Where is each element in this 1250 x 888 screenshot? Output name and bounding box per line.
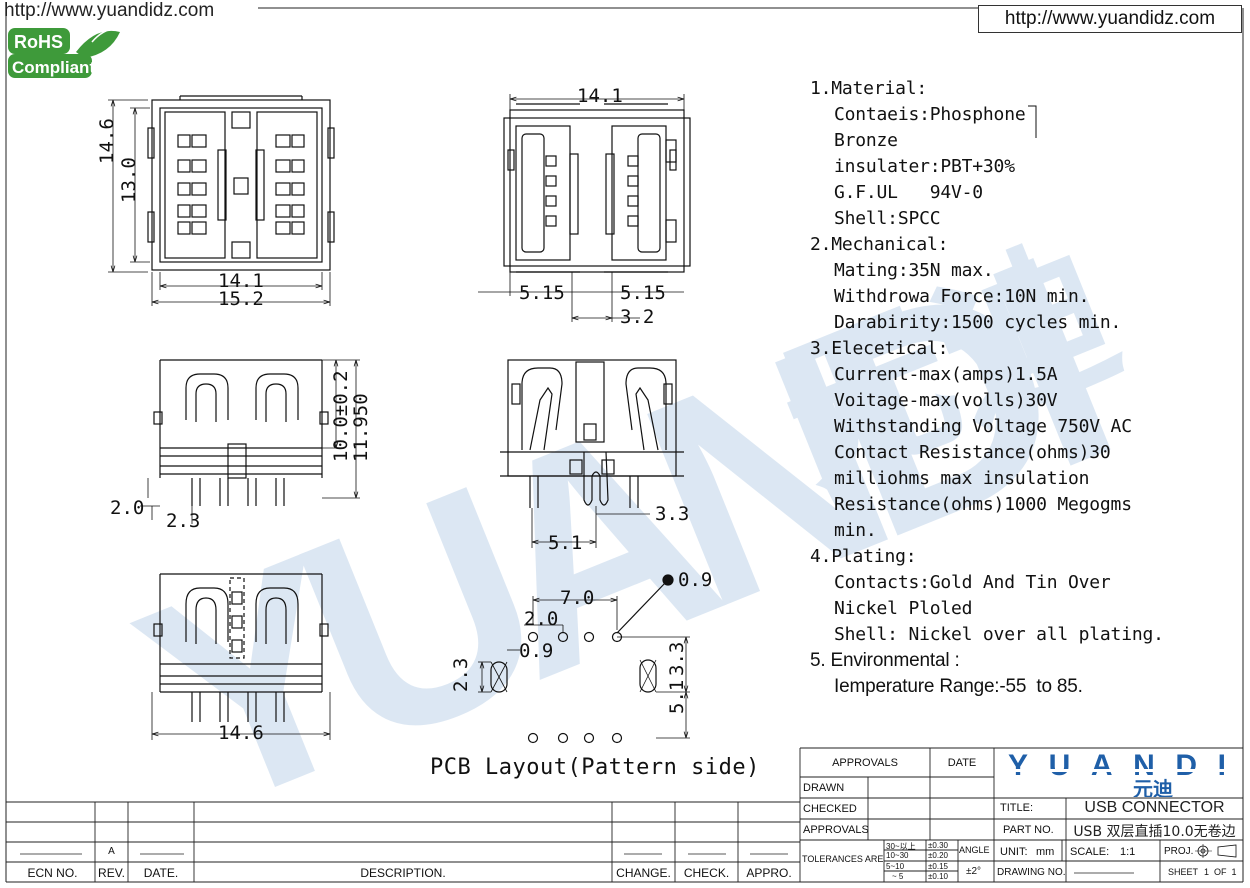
website-url-right[interactable]: http://www.yuandidz.com (978, 5, 1242, 33)
spec-line: insulater:PBT+30% (834, 156, 1015, 177)
rev-header-ecn: ECN NO. (27, 866, 78, 880)
spec-line: Resistance(ohms)1000 Megogms (834, 494, 1132, 515)
spec-line: Shell:SPCC (834, 208, 941, 229)
proj-label: PROJ. (1164, 846, 1194, 857)
title-value: USB CONNECTOR (1084, 799, 1225, 816)
spec-line: Bronze (834, 130, 898, 151)
rohs-text: RoHS (14, 32, 63, 52)
dim-side-pin: 2.0 (110, 497, 145, 519)
logo-latin: YUANDI (1008, 749, 1226, 782)
projection-symbol-icon (1195, 844, 1237, 858)
pcb-layout-caption: PCB Layout(Pattern side) (430, 755, 760, 780)
spec-plating-title: 4.Plating: (810, 546, 917, 567)
spec-line: milliohms max insulation (834, 468, 1090, 489)
spec-material-title: 1.Material: (810, 78, 928, 99)
rev-value: A (108, 846, 115, 857)
spec-line: Iemperature Range:-55 to 85. (834, 676, 1083, 697)
tolerance-value: ±0.20 (928, 851, 948, 860)
approvals-label: APPROVALS (803, 824, 869, 836)
tolerance-value: ±0.30 (928, 841, 948, 850)
date-header: DATE (947, 757, 977, 769)
tolerance-range: 5~10 (886, 862, 905, 871)
scale-value: 1:1 (1120, 846, 1136, 858)
dim-top-right-left: 5.15 (519, 282, 565, 304)
logo-chinese: 元迪 (1133, 777, 1173, 797)
angle-label: ANGLE (959, 845, 990, 855)
spec-line: Current-max(amps)1.5A (834, 364, 1058, 385)
top-view-left (108, 95, 335, 306)
top-view-right (478, 94, 691, 322)
angle-value: ±2° (966, 866, 982, 877)
yuandi-logo: YUANDI 元迪 (1008, 749, 1228, 797)
dim-pcb-d2: 2.0 (524, 608, 559, 630)
rev-header-appro: APPRO. (746, 866, 792, 880)
scale-label: SCALE: (1070, 846, 1110, 858)
specifications: 1.Material: Contaeis:Phosphone Bronze in… (810, 76, 1230, 700)
sheet-label: SHEET (1168, 867, 1199, 877)
spec-line: Contact Resistance(ohms)30 (834, 442, 1111, 463)
part-no-value: USB 双层直插10.0无卷边 (1073, 824, 1236, 840)
tolerance-range: ~ 5 (892, 872, 904, 881)
spec-line: Darabirity:1500 cycles min. (834, 312, 1122, 333)
tolerances-label-text: TOLERANCES ARE (802, 854, 884, 864)
dim-pcb-d3: 0.9 (519, 640, 554, 662)
website-url-left[interactable]: http://www.yuandidz.com (4, 0, 215, 21)
rev-header-date: DATE. (143, 866, 179, 880)
drawn-label: DRAWN (803, 782, 845, 794)
spec-mechanical-title: 2.Mechanical: (810, 234, 949, 255)
dim-top-w-outer: 15.2 (218, 288, 264, 310)
dim-top-right-w: 14.1 (577, 85, 623, 107)
spec-line: Contacts:Gold And Tin Over (834, 572, 1111, 593)
dim-side-right-w: 5.1 (548, 532, 583, 554)
sheet-value: 1 OF 1 (1204, 867, 1237, 877)
dim-pcb-d1: 7.0 (560, 587, 595, 609)
spec-electrical-title: 3.Elecetical: (810, 338, 949, 359)
dim-top-right-pitch: 3.2 (620, 306, 655, 328)
dim-side-pin-width: 2.3 (166, 510, 201, 532)
spec-bracket (1028, 105, 1037, 138)
title-label: TITLE: (1000, 802, 1034, 814)
spec-line: Mating:35N max. (834, 260, 994, 281)
spec-line: Nickel Ploled (834, 598, 973, 619)
approvals-header: APPROVALS (832, 757, 898, 769)
spec-line: Contaeis:Phosphone (834, 104, 1026, 125)
spec-line: Voitage-max(volls)30V (834, 390, 1058, 411)
checked-label: CHECKED (803, 803, 857, 815)
spec-line: Shell: Nickel over all plating. (834, 624, 1164, 645)
tolerance-value: ±0.10 (928, 872, 948, 881)
spec-line: Withdrowa Force:10N min. (834, 286, 1090, 307)
side-view-bottom-left (151, 573, 331, 740)
tolerance-value: ±0.15 (928, 862, 948, 871)
rev-header-description: DESCRIPTION. (360, 866, 446, 880)
rohs-compliant-text: Compliant (12, 58, 95, 77)
technical-drawing (108, 94, 691, 744)
drawing-no-label: DRAWING NO. (997, 867, 1066, 878)
spec-line: Withstanding Voltage 750V AC (834, 416, 1132, 437)
dim-top-right-right: 5.15 (620, 282, 666, 304)
rev-header-rev: REV. (98, 866, 125, 880)
side-view-left (140, 359, 360, 524)
dim-top-w-inner: 14.1 (218, 270, 264, 292)
side-view-right (500, 359, 684, 548)
spec-environmental-title: 5. Environmental : (810, 650, 960, 671)
rohs-logo: RoHS Compliant (8, 27, 120, 78)
rev-header-check: CHECK. (683, 866, 730, 880)
spec-line: min. (834, 520, 877, 541)
part-no-label: PART NO. (1003, 824, 1054, 836)
dim-side-right-offset: 3.3 (655, 503, 690, 525)
pcb-layout (478, 574, 690, 744)
tolerance-range: 10~30 (886, 851, 909, 860)
spec-line: G.F.UL 94V-0 (834, 182, 983, 203)
dim-bottom-w: 14.6 (218, 722, 264, 744)
unit-label: UNIT: (1000, 846, 1028, 858)
unit-value: mm (1036, 846, 1055, 858)
dim-pcb-hole: 0.9 (678, 569, 713, 591)
tolerance-range: 30~以上 (886, 842, 916, 851)
rev-header-change: CHANGE. (616, 866, 671, 880)
